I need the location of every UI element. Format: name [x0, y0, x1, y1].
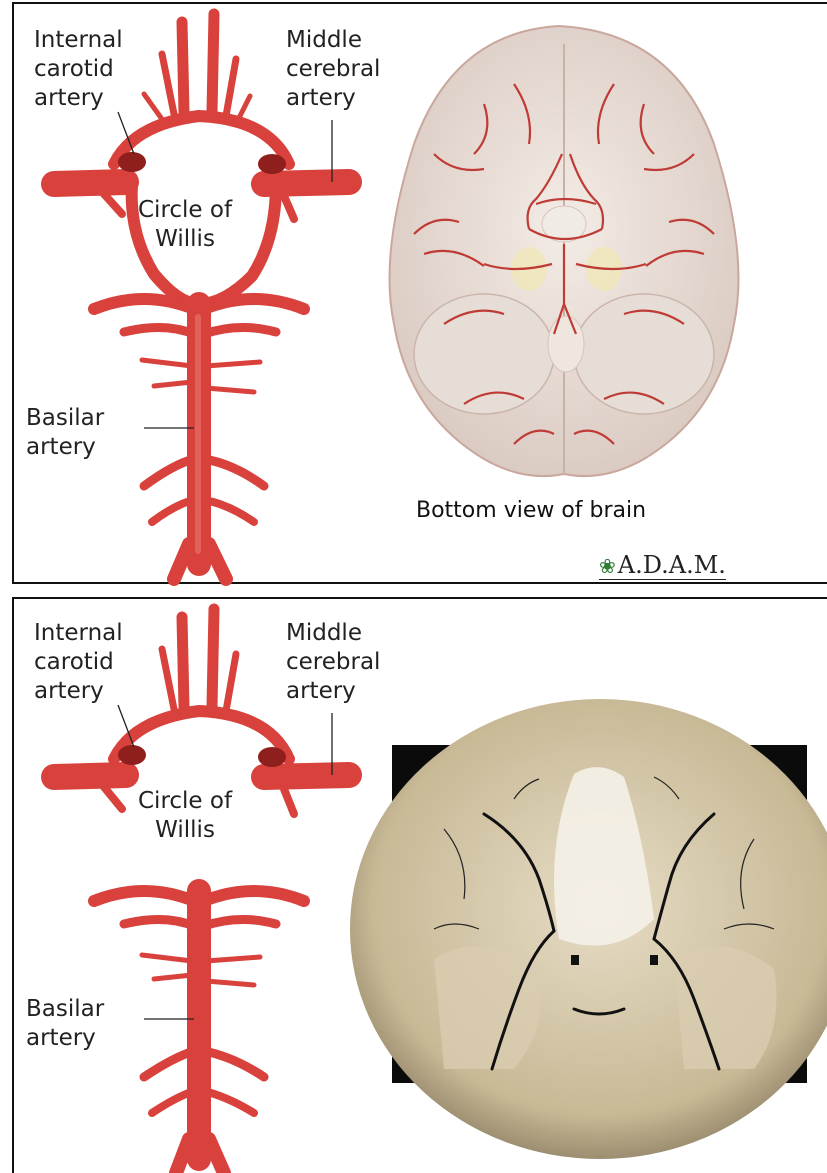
leaf-icon: ❀	[599, 554, 616, 578]
brain-microscope-photo	[350, 699, 827, 1159]
right-carotid-opening-bottom	[258, 747, 286, 767]
circle-of-willis-illustration-comparison	[14, 599, 827, 1173]
left-carotid-opening-bottom	[118, 745, 146, 765]
brain-bottom-view-illustration	[390, 26, 739, 476]
label-circle-of-willis-bottom: Circle of Willis	[138, 787, 232, 845]
brain-view-caption: Bottom view of brain	[416, 498, 646, 523]
label-basilar-artery-bottom: Basilar artery	[26, 995, 104, 1053]
bottom-diagram-panel: Internal carotid artery Middle cerebral …	[12, 597, 827, 1173]
adam-logo-text: A.D.A.M.	[618, 551, 726, 579]
adam-logo: ❀A.D.A.M.	[599, 552, 726, 580]
label-internal-carotid-artery: Internal carotid artery	[34, 26, 123, 113]
label-circle-of-willis: Circle of Willis	[138, 196, 232, 254]
top-diagram-panel: Internal carotid artery Middle cerebral …	[12, 2, 827, 584]
circle-of-willis-illustration	[14, 4, 827, 582]
label-basilar-artery: Basilar artery	[26, 404, 104, 462]
right-carotid-opening	[258, 154, 286, 174]
artery-highlights	[195, 314, 201, 554]
label-middle-cerebral-artery-bottom: Middle cerebral artery	[286, 619, 380, 706]
label-middle-cerebral-artery: Middle cerebral artery	[286, 26, 380, 113]
label-internal-carotid-artery-bottom: Internal carotid artery	[34, 619, 123, 706]
left-carotid-opening	[118, 152, 146, 172]
label-leader-lines-bottom	[118, 705, 332, 1019]
